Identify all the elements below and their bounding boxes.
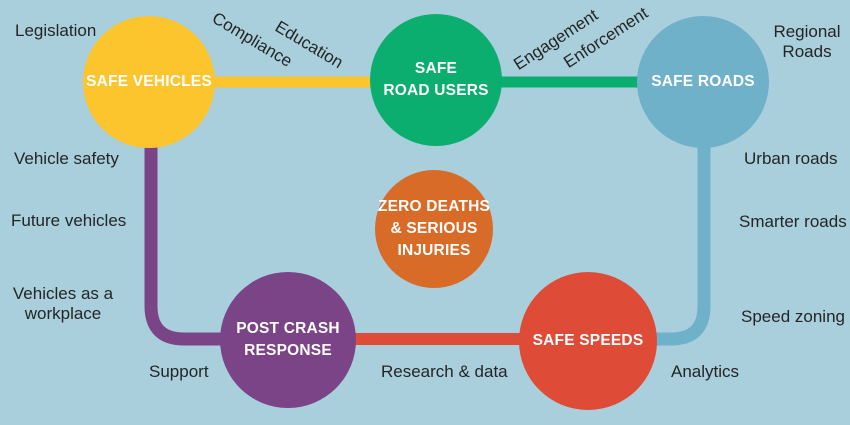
node-zero-deaths-label: ZERO DEATHS & SERIOUS INJURIES <box>377 198 491 259</box>
label-support: Support <box>149 362 209 381</box>
node-safe-roads: SAFE ROADS <box>637 16 769 148</box>
node-safe-roads-label: SAFE ROADS <box>651 73 755 91</box>
connector-safe-vehicles-to-post-crash <box>144 140 224 346</box>
label-analytics: Analytics <box>671 362 740 381</box>
connector-safe-roads-to-safe-speeds <box>650 140 711 346</box>
node-safe-speeds: SAFE SPEEDS <box>519 272 657 410</box>
label-urban-roads: Urban roads <box>744 149 838 168</box>
node-zero-deaths-serious-injuries: ZERO DEATHS & SERIOUS INJURIES <box>375 170 493 288</box>
node-safe-vehicles-label: SAFE VEHICLES <box>86 73 212 91</box>
label-research-and-data: Research & data <box>381 362 508 381</box>
label-speed-zoning: Speed zoning <box>741 307 845 326</box>
node-safe-road-users: SAFE ROAD USERS <box>370 14 502 146</box>
node-safe-speeds-label: SAFE SPEEDS <box>532 332 644 350</box>
node-post-crash-response: POST CRASH RESPONSE <box>220 272 356 408</box>
node-safe-road-users-label: SAFE ROAD USERS <box>383 60 489 99</box>
label-future-vehicles: Future vehicles <box>11 211 127 230</box>
label-vehicles-as-a-workplace: Vehicles as a workplace <box>12 284 114 324</box>
node-post-crash-response-label: POST CRASH RESPONSE <box>236 320 340 359</box>
label-vehicle-safety: Vehicle safety <box>14 149 119 168</box>
label-smarter-roads: Smarter roads <box>739 212 847 231</box>
label-regional-roads: Regional Roads <box>773 22 841 62</box>
label-legislation: Legislation <box>15 21 97 40</box>
node-safe-vehicles: SAFE VEHICLES <box>83 16 215 148</box>
